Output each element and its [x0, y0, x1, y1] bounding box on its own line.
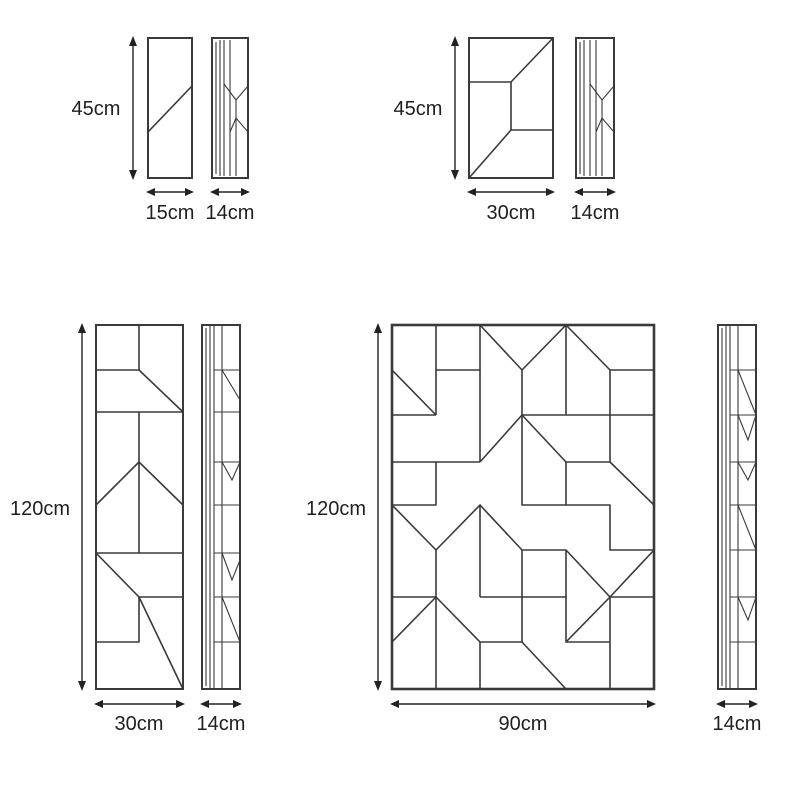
height-dimension-tall-wide: [374, 323, 382, 691]
depth-label-small-narrow: 14cm: [206, 202, 255, 224]
width-dimension-small-wide: [467, 188, 555, 196]
height-dimension-small-narrow: [129, 36, 137, 180]
width-label-small-narrow: 15cm: [146, 202, 195, 224]
height-dimension-tall-narrow: [78, 323, 86, 691]
panel-small-wide-side: [575, 37, 615, 179]
width-label-small-wide: 30cm: [487, 202, 536, 224]
panel-tall-narrow-front: [95, 324, 184, 690]
panel-tall-wide-front: [390, 323, 656, 691]
depth-label-small-wide: 14cm: [571, 202, 620, 224]
depth-dimension-tall-wide: [716, 700, 758, 708]
depth-label-tall-narrow: 14cm: [197, 713, 246, 735]
panel-small-wide-front: [468, 37, 554, 179]
panel-tall-narrow-side: [201, 324, 241, 690]
height-label-tall-narrow: 120cm: [10, 498, 70, 520]
panel-tall-wide-side: [717, 324, 757, 690]
width-label-tall-wide: 90cm: [499, 713, 548, 735]
height-label-small-wide: 45cm: [394, 98, 443, 120]
depth-dimension-tall-narrow: [200, 700, 242, 708]
width-label-tall-narrow: 30cm: [115, 713, 164, 735]
panel-small-narrow-side: [211, 37, 249, 179]
width-dimension-tall-narrow: [94, 700, 185, 708]
depth-label-tall-wide: 14cm: [713, 713, 762, 735]
height-dimension-small-wide: [451, 36, 459, 180]
panel-small-narrow-front: [147, 37, 193, 179]
depth-dimension-small-wide: [574, 188, 616, 196]
height-label-tall-wide: 120cm: [306, 498, 366, 520]
depth-dimension-small-narrow: [210, 188, 250, 196]
width-dimension-tall-wide: [390, 700, 656, 708]
height-label-small-narrow: 45cm: [72, 98, 121, 120]
width-dimension-small-narrow: [146, 188, 194, 196]
